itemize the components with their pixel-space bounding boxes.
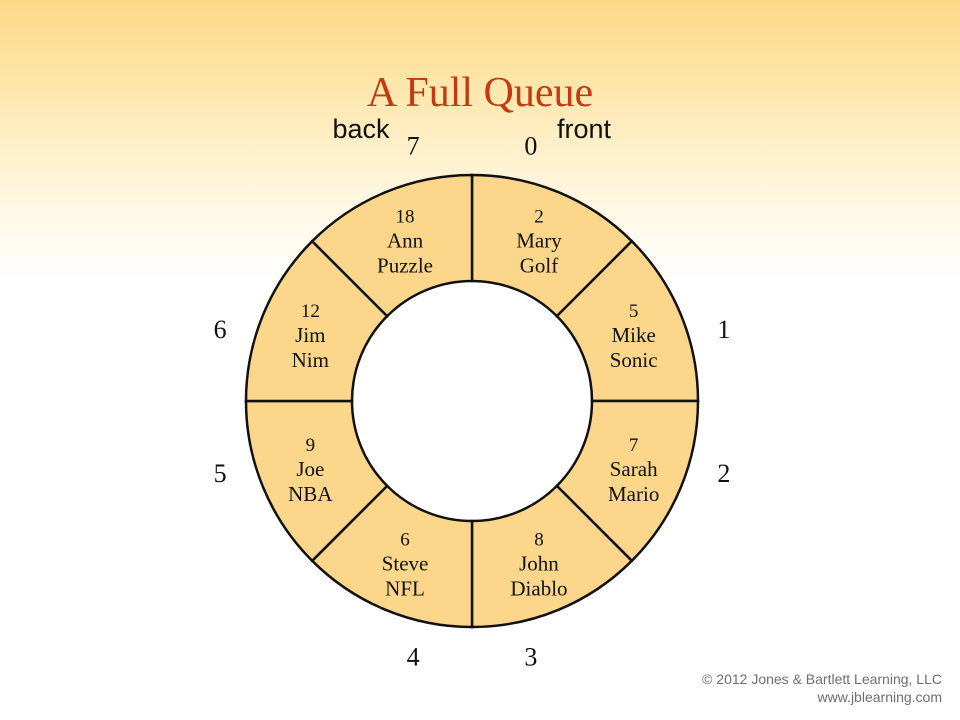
slot-7-line-1: Ann: [387, 228, 424, 252]
back-label: back: [332, 114, 390, 144]
slot-0-line-1: Mary: [516, 228, 562, 252]
copyright-url: www.jblearning.com: [817, 689, 943, 705]
slot-0-line-2: Golf: [520, 253, 559, 277]
copyright-notice: © 2012 Jones & Bartlett Learning, LLC ww…: [702, 670, 942, 706]
slot-3-line-1: John: [519, 552, 559, 576]
slot-1-line-2: Sonic: [610, 348, 658, 372]
slot-2-line-2: Mario: [608, 482, 659, 506]
front-label: front: [557, 114, 612, 144]
slot-7-line-2: Puzzle: [377, 253, 433, 277]
slot-6-line-1: Jim: [295, 323, 325, 347]
slot-2-line-0: 7: [629, 435, 639, 456]
slot-5-line-2: NBA: [288, 482, 333, 506]
copyright-line: © 2012 Jones & Bartlett Learning, LLC: [702, 671, 942, 687]
slot-3-line-2: Diablo: [510, 577, 567, 601]
slot-index-3: 3: [524, 642, 537, 671]
queue-ring-segments: [244, 173, 700, 629]
slot-index-2: 2: [717, 459, 730, 488]
slot-0-line-0: 2: [534, 206, 544, 227]
slot-index-6: 6: [214, 315, 227, 344]
slot-1-line-0: 5: [629, 301, 639, 322]
slide-title: A Full Queue: [366, 70, 594, 116]
slot-7-line-0: 18: [396, 206, 415, 227]
slot-index-5: 5: [214, 459, 227, 488]
slot-4-line-1: Steve: [382, 552, 429, 576]
slot-4-line-2: NFL: [385, 577, 425, 601]
slot-6-line-2: Nim: [292, 348, 329, 372]
slot-5-line-1: Joe: [296, 457, 324, 481]
slot-2-line-1: Sarah: [610, 457, 658, 481]
queue-slot-7: [310, 173, 474, 318]
slot-4-line-0: 6: [400, 530, 410, 551]
slot-6-line-0: 12: [301, 301, 320, 322]
slot-3-line-0: 8: [534, 530, 544, 551]
slot-1-line-1: Mike: [612, 323, 656, 347]
slot-5-line-0: 9: [306, 435, 316, 456]
slot-index-4: 4: [407, 642, 420, 671]
slot-index-0: 0: [524, 132, 537, 161]
slot-index-1: 1: [717, 315, 730, 344]
slot-index-7: 7: [407, 132, 420, 161]
